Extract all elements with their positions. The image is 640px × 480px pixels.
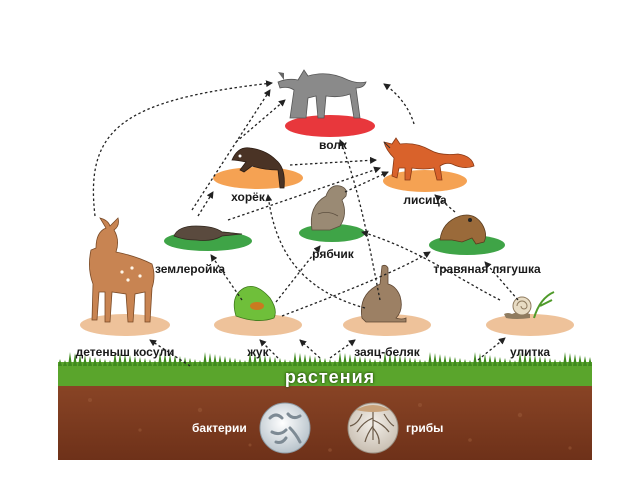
plants-label: растения xyxy=(284,367,376,387)
grass-blades xyxy=(58,352,592,366)
arrow-snail-to-grouse xyxy=(361,230,501,301)
fungi-label: грибы xyxy=(406,421,444,435)
wolf-icon xyxy=(277,69,367,119)
fungi-icon xyxy=(347,402,399,454)
fox-disk xyxy=(383,170,467,192)
fawn-icon xyxy=(89,217,155,323)
ferret-disk xyxy=(213,167,303,189)
label-fawn: детеныш косули xyxy=(75,345,175,359)
arrow-grouse-to-beetle xyxy=(299,339,321,359)
arrow-ferret-to-wolf xyxy=(235,99,286,143)
label-grouse: рябчик xyxy=(312,247,354,261)
hare-icon xyxy=(361,264,407,323)
label-shrew: землеройка xyxy=(154,262,226,276)
beetle-disk xyxy=(214,314,302,336)
bacteria-icon xyxy=(259,402,311,454)
ferret-icon xyxy=(231,147,285,189)
beetle-icon xyxy=(233,285,276,321)
label-snail: улитка xyxy=(509,345,551,359)
arrow-plants-to-beetle xyxy=(259,339,279,359)
arrow-ferret-to-fox xyxy=(289,156,377,166)
arrow-beetle-to-frog xyxy=(281,251,431,317)
arrow-beetle-to-shrew xyxy=(210,254,243,301)
label-beetle: жук xyxy=(247,345,269,359)
soil-layer xyxy=(58,382,592,460)
arrow-fox-to-wolf xyxy=(383,83,415,125)
arrow-beetle-to-grouse xyxy=(275,245,321,303)
label-frog: травяная лягушка xyxy=(433,262,541,276)
label-wolf: волк xyxy=(319,138,347,152)
food-web-arrows xyxy=(92,80,519,367)
frog-icon xyxy=(439,214,486,245)
arrow-grouse-to-fox xyxy=(344,171,389,193)
arrow-frog-to-fox xyxy=(434,194,456,213)
arrow-hare-to-ferret xyxy=(265,194,366,309)
arrow-snail-to-frog xyxy=(484,261,519,301)
snail-disk xyxy=(486,314,574,336)
arrow-plants-to-hare xyxy=(329,339,356,359)
arrow-shrew-to-fox xyxy=(227,166,381,221)
label-fox: лисица xyxy=(403,193,447,207)
shrew-icon xyxy=(173,225,243,241)
arrow-fawn-to-wolf xyxy=(92,80,273,217)
grouse-icon xyxy=(310,185,347,231)
soil-stones xyxy=(88,398,572,452)
arrow-hare-to-wolf xyxy=(338,139,381,301)
wolf-disk xyxy=(285,115,375,137)
bacteria-label: бактерии xyxy=(192,421,247,435)
label-ferret: хорёк xyxy=(231,190,265,204)
arrow-shrew-to-wolf xyxy=(191,89,271,211)
label-hare: заяц-беляк xyxy=(354,345,420,359)
fox-icon xyxy=(383,137,475,181)
arrow-shrew-to-ferret xyxy=(197,191,214,217)
snail-icon xyxy=(504,291,555,319)
arrow-plants-to-snail xyxy=(477,337,506,361)
